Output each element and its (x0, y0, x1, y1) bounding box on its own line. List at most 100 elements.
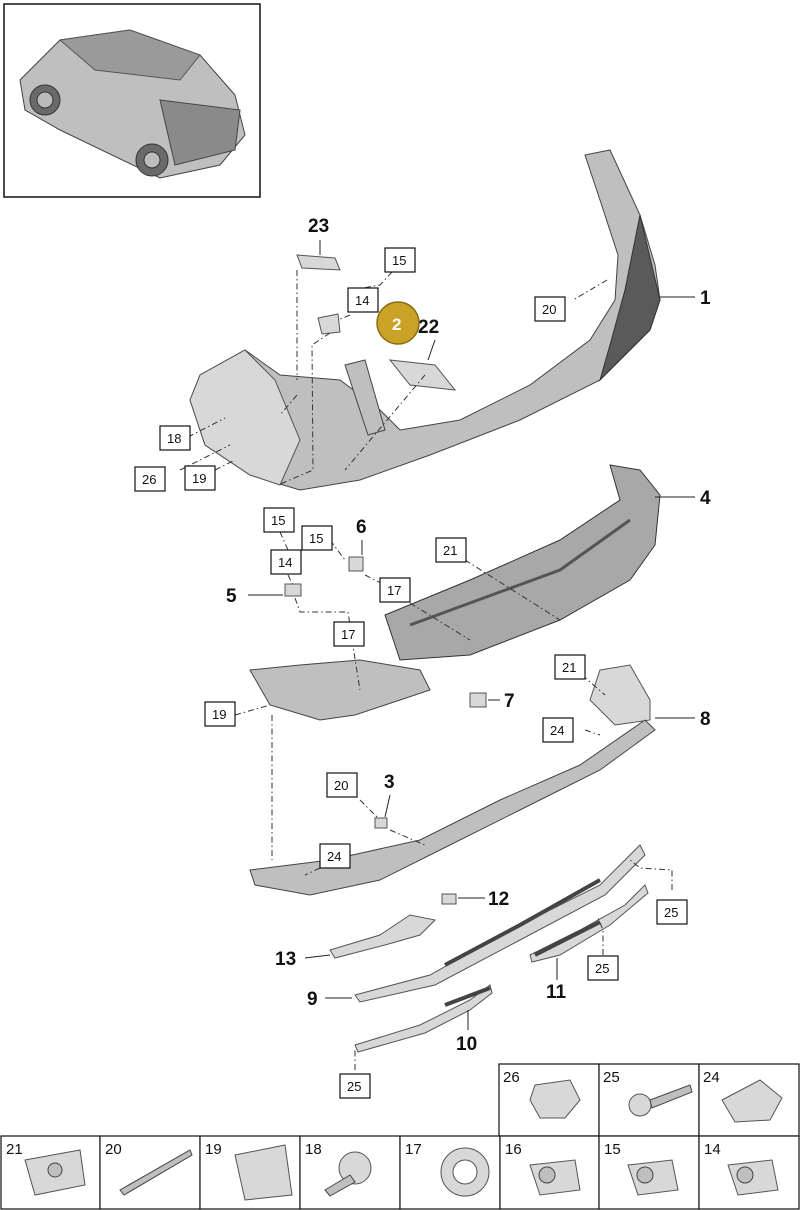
part-6-bracket (348, 556, 364, 572)
callout-6: 6 (356, 517, 367, 538)
svg-text:21: 21 (443, 543, 457, 558)
part-23-cover (296, 254, 341, 271)
svg-text:17: 17 (387, 583, 401, 598)
box-14-b: 14 (270, 549, 302, 575)
box-20-a: 20 (534, 296, 566, 322)
callout-1: 1 (700, 288, 711, 309)
box-26: 26 (134, 466, 166, 492)
svg-text:15: 15 (309, 531, 323, 546)
legend-cell-24[interactable]: 24 (698, 1063, 800, 1137)
vehicle-thumbnail (3, 3, 261, 198)
svg-text:15: 15 (604, 1141, 621, 1158)
part-13-strip (329, 914, 437, 959)
box-21-b: 21 (554, 654, 586, 680)
svg-text:21: 21 (562, 660, 576, 675)
callout-11: 11 (546, 982, 567, 1003)
part-14-cap (317, 313, 341, 335)
part-22-cover (388, 359, 457, 391)
svg-text:15: 15 (271, 513, 285, 528)
highlight-circle[interactable] (376, 301, 420, 345)
callout-8: 8 (700, 709, 711, 730)
box-20-b: 20 (326, 772, 358, 798)
part-9-strip (354, 844, 646, 1003)
part-12-bracket (441, 893, 457, 905)
callout-7: 7 (504, 691, 515, 712)
part-5-sensor-holder (284, 583, 302, 597)
svg-text:25: 25 (603, 1069, 620, 1086)
callout-2: 2 (392, 315, 401, 334)
box-18: 18 (159, 425, 191, 451)
svg-text:17: 17 (341, 627, 355, 642)
svg-text:14: 14 (278, 555, 292, 570)
callout-13: 13 (275, 949, 296, 970)
svg-text:20: 20 (105, 1141, 122, 1158)
legend-top-row: 26 25 24 (498, 1063, 800, 1137)
box-24-a: 24 (542, 717, 574, 743)
part-19-trim (249, 659, 431, 721)
part-1-bumper-cover (189, 149, 661, 491)
box-25-b: 25 (587, 955, 619, 981)
part-4-carrier (384, 464, 661, 661)
legend-cell-15[interactable]: 15 (598, 1135, 700, 1210)
box-25-c: 25 (339, 1073, 371, 1099)
svg-text:14: 14 (704, 1141, 721, 1158)
legend-cell-26[interactable]: 26 (498, 1063, 600, 1137)
callout-5: 5 (226, 586, 237, 607)
box-17-a: 17 (379, 577, 411, 603)
legend-cell-16[interactable]: 16 (499, 1135, 600, 1210)
part-7-bracket (469, 692, 487, 708)
boxed-labels: 15 14 20 18 26 19 15 15 14 21 17 17 19 2… (134, 247, 688, 1099)
legend-cell-21[interactable]: 21 (0, 1135, 101, 1210)
box-25-a: 25 (656, 899, 688, 925)
svg-text:16: 16 (505, 1141, 522, 1158)
legend-cell-14[interactable]: 14 (698, 1135, 800, 1210)
callout-12: 12 (488, 889, 509, 910)
legend-cell-20[interactable]: 20 (99, 1135, 201, 1210)
box-15-a: 15 (384, 247, 416, 273)
legend-bottom-row: 21 20 19 18 17 16 (0, 1135, 800, 1210)
part-10-strip (354, 984, 493, 1053)
svg-text:19: 19 (205, 1141, 222, 1158)
legend-cell-18[interactable]: 18 (299, 1135, 401, 1210)
box-17-b: 17 (333, 621, 365, 647)
box-14-a: 14 (347, 287, 379, 313)
svg-text:20: 20 (542, 302, 556, 317)
callout-23: 23 (308, 216, 329, 237)
svg-text:18: 18 (167, 431, 181, 446)
svg-text:19: 19 (192, 471, 206, 486)
box-21-a: 21 (435, 537, 467, 563)
svg-text:24: 24 (327, 849, 341, 864)
box-19-a: 19 (184, 465, 216, 491)
svg-text:19: 19 (212, 707, 226, 722)
bracket-upper (344, 359, 386, 436)
svg-text:24: 24 (703, 1069, 720, 1086)
callout-4: 4 (700, 488, 711, 509)
box-19-b: 19 (204, 701, 236, 727)
svg-text:20: 20 (334, 778, 348, 793)
legend-cell-19[interactable]: 19 (199, 1135, 301, 1210)
legend-cell-17[interactable]: 17 (399, 1135, 501, 1210)
legend-cell-25[interactable]: 25 (598, 1063, 700, 1137)
callout-2-highlight[interactable]: 2 (376, 301, 420, 345)
svg-text:18: 18 (305, 1141, 322, 1158)
svg-text:14: 14 (355, 293, 369, 308)
svg-text:24: 24 (550, 723, 564, 738)
svg-text:25: 25 (347, 1079, 361, 1094)
part-3-bracket (374, 817, 388, 829)
svg-text:26: 26 (142, 472, 156, 487)
svg-text:25: 25 (595, 961, 609, 976)
part-8-diffuser (249, 664, 656, 896)
callout-labels: 1 3 4 5 6 7 8 9 10 11 12 13 22 23 (226, 216, 711, 1055)
svg-text:26: 26 (503, 1069, 520, 1086)
box-24-b: 24 (319, 843, 351, 869)
box-15-c: 15 (301, 525, 333, 551)
svg-text:17: 17 (405, 1141, 422, 1158)
svg-text:25: 25 (664, 905, 678, 920)
box-15-b: 15 (263, 507, 295, 533)
callout-10: 10 (456, 1034, 477, 1055)
callout-9: 9 (307, 989, 318, 1010)
svg-text:21: 21 (6, 1141, 23, 1158)
callout-22: 22 (418, 317, 439, 338)
svg-text:15: 15 (392, 253, 406, 268)
